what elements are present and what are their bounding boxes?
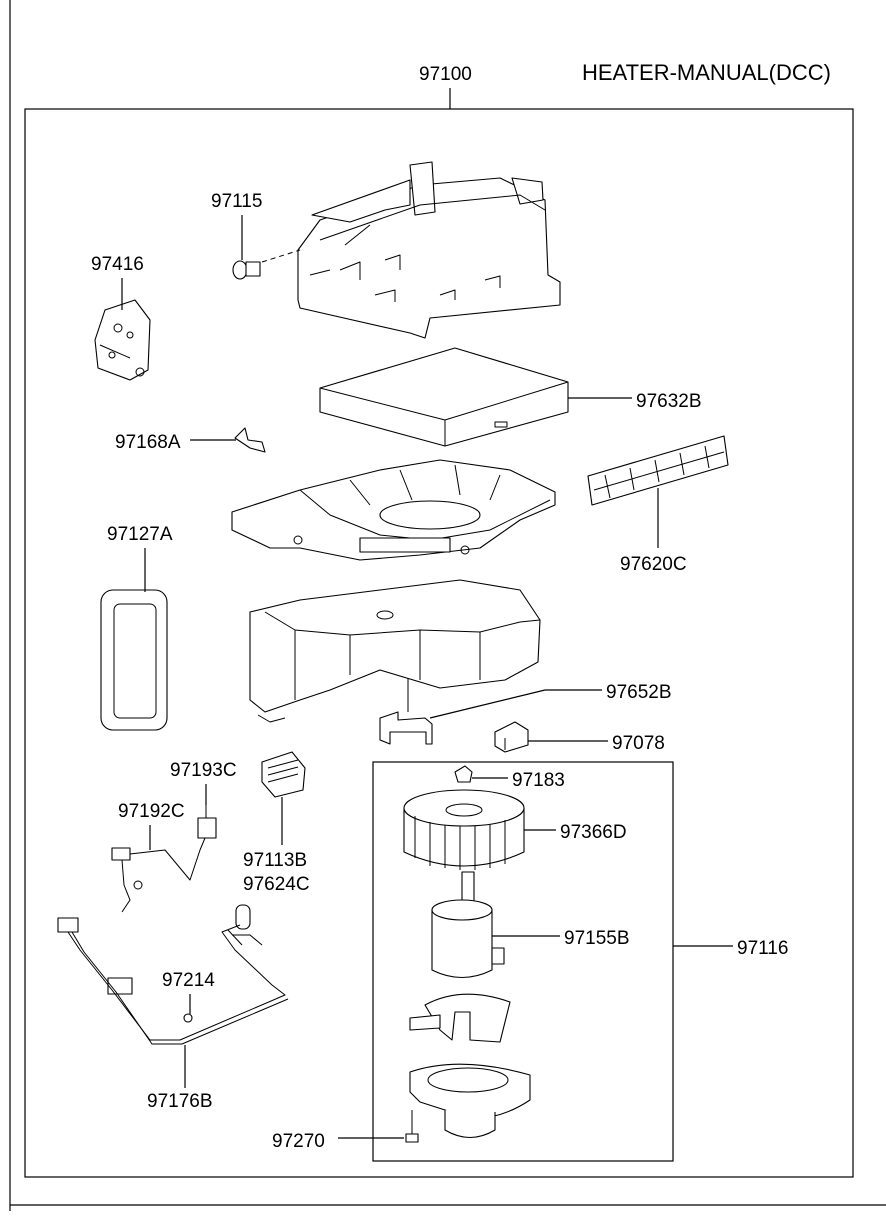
wire-c-part xyxy=(197,792,217,839)
assembly-frame xyxy=(24,108,854,1178)
label-blower-motor-assy: 97116 xyxy=(737,938,788,959)
label-filter-cover: 97620C xyxy=(620,554,687,575)
label-seal: 97127A xyxy=(107,524,173,545)
label-wire-b: 97192C xyxy=(118,801,185,822)
motor-housing-part xyxy=(409,1063,531,1139)
label-grommet: 97214 xyxy=(162,970,215,991)
bolt-part xyxy=(405,1110,419,1143)
label-actuator: 97416 xyxy=(91,254,144,275)
label-bolt: 97270 xyxy=(272,1131,325,1152)
label-air-filter: 97632B xyxy=(636,391,702,412)
resistor-part xyxy=(261,751,306,798)
fan-clip-part xyxy=(454,765,473,783)
label-fan-clip: 97183 xyxy=(512,770,565,791)
label-resistor: 97113B xyxy=(243,850,307,871)
label-harness: 97176B xyxy=(147,1091,213,1112)
blower-subassembly-frame xyxy=(372,761,674,1162)
label-assembly: 97100 xyxy=(419,64,472,85)
label-bracket: 97652B xyxy=(606,682,672,703)
lower-case-part xyxy=(249,579,541,723)
air-filter-part xyxy=(319,347,569,447)
screw-part xyxy=(232,249,301,280)
label-motor: 97155B xyxy=(564,928,630,949)
seal-part xyxy=(100,589,168,731)
label-resistor-alt: 97624C xyxy=(243,874,310,895)
upper-case-part xyxy=(297,161,561,339)
clip-part xyxy=(234,427,266,453)
label-clip: 97168A xyxy=(115,432,181,453)
harness-part xyxy=(57,904,289,1045)
motor-part xyxy=(431,871,505,978)
label-relay: 97078 xyxy=(612,733,665,754)
bracket-part xyxy=(379,678,433,745)
leader-bracket xyxy=(429,689,602,719)
label-wire-c: 97193C xyxy=(170,760,237,781)
relay-part xyxy=(494,721,529,753)
wire-b-part xyxy=(111,837,206,913)
actuator-part xyxy=(94,299,151,381)
grommet-part xyxy=(183,1013,193,1023)
fan-part xyxy=(403,789,525,870)
middle-housing-part xyxy=(231,459,556,561)
filter-cover-part xyxy=(587,435,729,506)
label-fan: 97366D xyxy=(560,822,627,843)
diagram-title: HEATER-MANUAL(DCC) xyxy=(582,60,831,85)
label-screw: 97115 xyxy=(211,191,262,212)
motor-shield-part xyxy=(409,993,511,1043)
